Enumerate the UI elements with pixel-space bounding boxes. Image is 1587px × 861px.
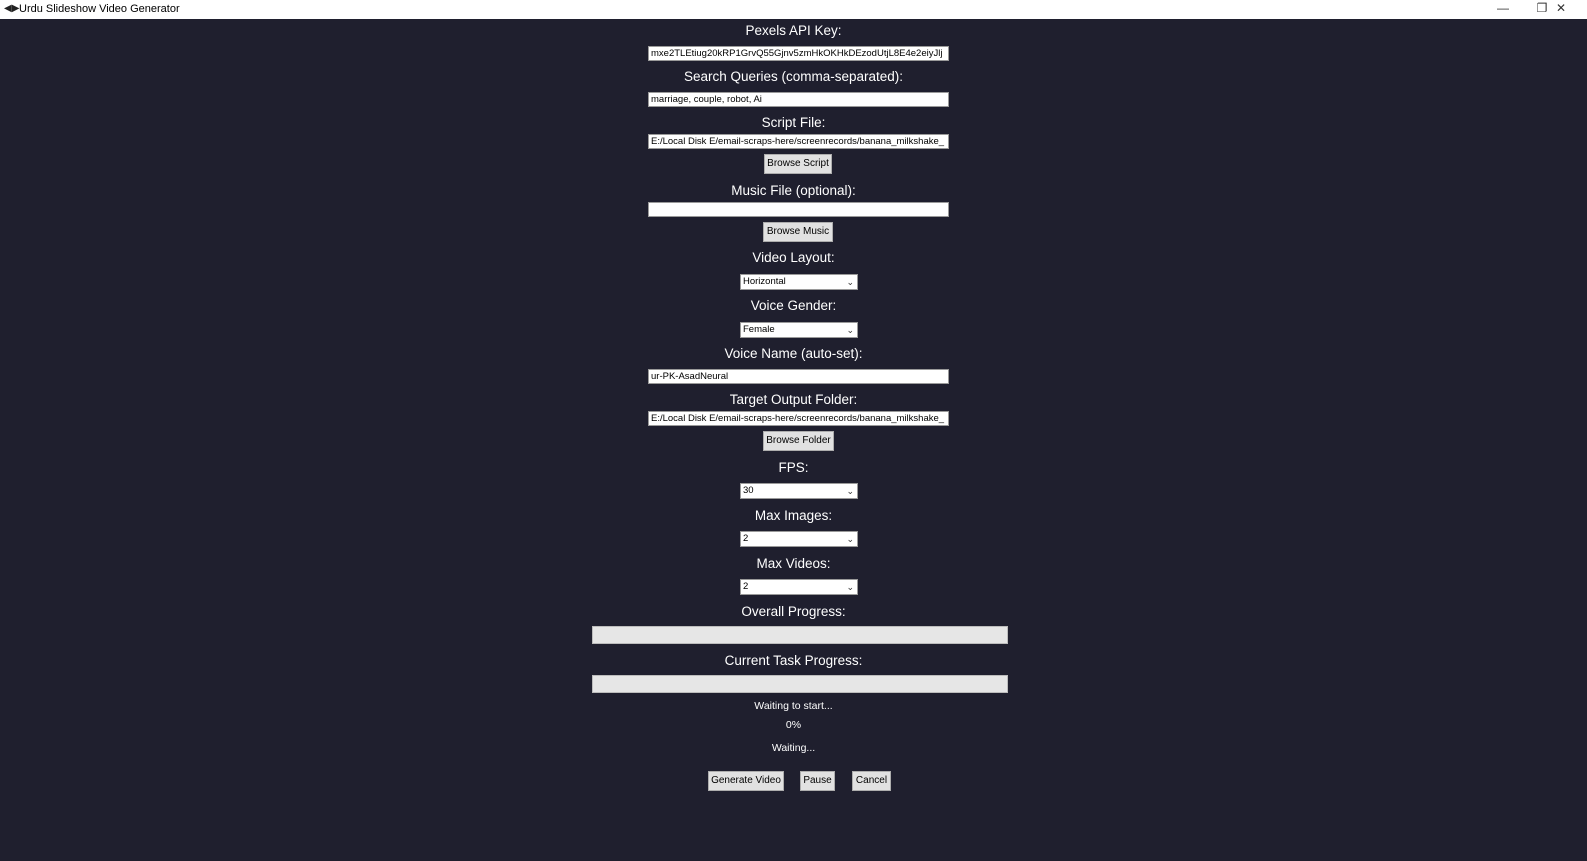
window-title: Urdu Slideshow Video Generator <box>19 3 180 15</box>
voice-gender-label: Voice Gender: <box>750 298 837 313</box>
script-file-input[interactable]: E:/Local Disk E/email-scraps-here/screen… <box>648 134 949 149</box>
chevron-down-icon: ⌄ <box>846 486 854 496</box>
voice-name-input[interactable]: ur-PK-AsadNeural <box>648 369 949 384</box>
chevron-down-icon: ⌄ <box>846 582 854 592</box>
max-videos-value: 2 <box>743 581 749 592</box>
close-button[interactable]: ✕ <box>1555 1 1567 15</box>
fps-label: FPS: <box>778 460 809 475</box>
chevron-down-icon: ⌄ <box>846 277 854 287</box>
restore-button[interactable]: ❐ <box>1536 1 1548 15</box>
percent-text: 0% <box>785 719 802 731</box>
status-text: Waiting to start... <box>754 700 833 712</box>
voice-gender-value: Female <box>743 324 775 335</box>
cancel-button[interactable]: Cancel <box>852 771 891 791</box>
pause-button[interactable]: Pause <box>800 771 835 791</box>
video-layout-select[interactable]: Horizontal ⌄ <box>740 274 858 290</box>
max-images-select[interactable]: 2 ⌄ <box>740 531 858 547</box>
overall-progress-label: Overall Progress: <box>741 604 846 619</box>
current-task-progress-bar <box>592 675 1008 693</box>
title-bar: ◀▶ Urdu Slideshow Video Generator — ❐ ✕ <box>0 0 1587 19</box>
music-file-input[interactable] <box>648 202 949 217</box>
minimize-button[interactable]: — <box>1497 1 1509 15</box>
max-images-value: 2 <box>743 533 749 544</box>
fps-select[interactable]: 30 ⌄ <box>740 483 858 499</box>
voice-name-label: Voice Name (auto-set): <box>724 346 863 361</box>
task-status-text: Waiting... <box>771 742 816 754</box>
max-images-label: Max Images: <box>754 508 833 523</box>
fps-value: 30 <box>743 485 754 496</box>
search-queries-label: Search Queries (comma-separated): <box>683 69 904 84</box>
max-videos-select[interactable]: 2 ⌄ <box>740 579 858 595</box>
pexels-api-key-input[interactable]: mxe2TLEtiug20kRP1GrvQ55Gjnv5zmHkOKHkDEzo… <box>648 46 949 61</box>
overall-progress-bar <box>592 626 1008 644</box>
generate-video-button[interactable]: Generate Video <box>708 771 784 791</box>
current-task-progress-label: Current Task Progress: <box>724 653 863 668</box>
output-folder-label: Target Output Folder: <box>729 392 858 407</box>
video-layout-label: Video Layout: <box>752 250 835 265</box>
max-videos-label: Max Videos: <box>756 556 831 571</box>
pexels-api-key-label: Pexels API Key: <box>745 23 842 38</box>
browse-music-button[interactable]: Browse Music <box>763 222 833 242</box>
video-layout-value: Horizontal <box>743 276 786 287</box>
search-queries-input[interactable]: marriage, couple, robot, Ai <box>648 92 949 107</box>
browse-folder-button[interactable]: Browse Folder <box>763 431 834 451</box>
chevron-down-icon: ⌄ <box>846 534 854 544</box>
voice-gender-select[interactable]: Female ⌄ <box>740 322 858 338</box>
app-icon: ◀▶ <box>4 3 20 14</box>
music-file-label: Music File (optional): <box>731 183 856 198</box>
output-folder-input[interactable]: E:/Local Disk E/email-scraps-here/screen… <box>648 411 949 426</box>
script-file-label: Script File: <box>761 115 826 130</box>
chevron-down-icon: ⌄ <box>846 325 854 335</box>
browse-script-button[interactable]: Browse Script <box>764 154 832 174</box>
